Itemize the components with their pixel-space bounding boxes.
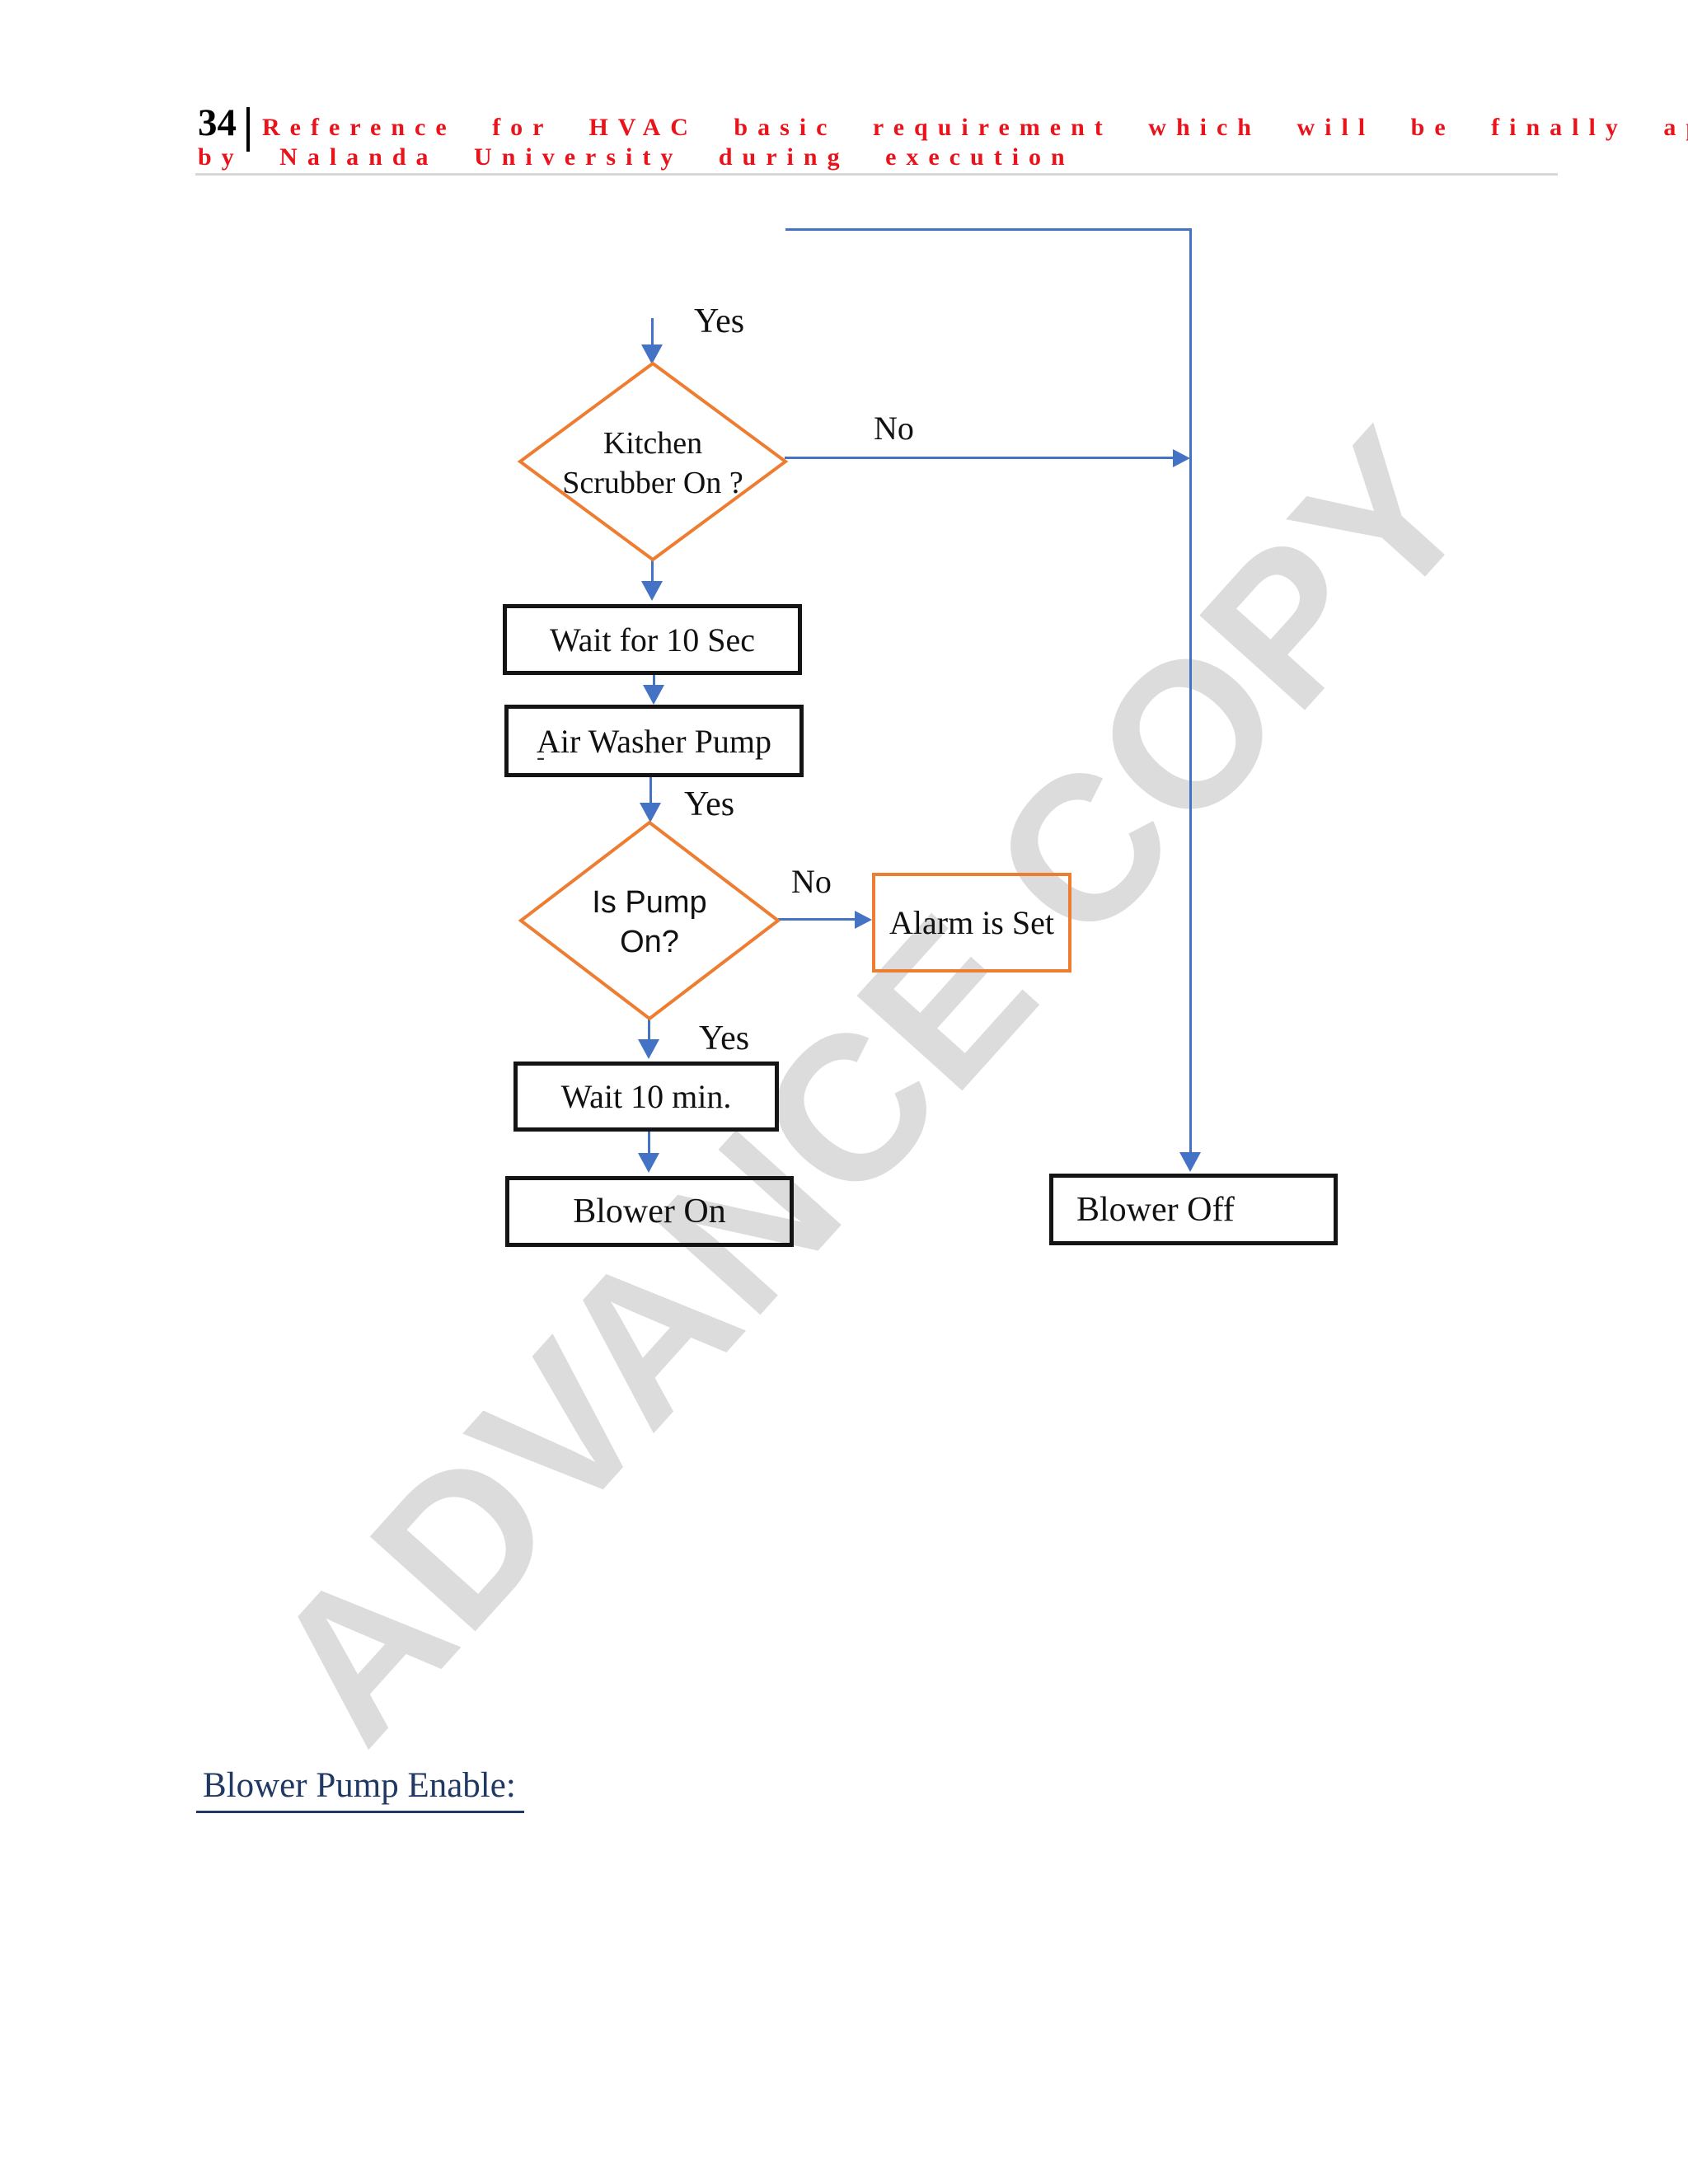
- edge-label-no-top: No: [874, 410, 914, 447]
- connector-top-horizontal: [785, 228, 1191, 231]
- process-wait-10-min: Wait 10 min.: [513, 1062, 779, 1132]
- decision-is-pump-on-label: Is Pump On?: [521, 883, 778, 962]
- arrow-to-wait-10-min: [648, 1019, 650, 1041]
- edge-label-yes-mid: Yes: [684, 785, 735, 823]
- advance-copy-watermark: ADVANCE COPY: [226, 387, 1515, 1783]
- decision1-line2: Scrubber On ?: [562, 466, 743, 500]
- process-blower-off: Blower Off: [1049, 1174, 1338, 1245]
- arrowhead-wait-10-sec: [641, 581, 663, 601]
- decision2-line1: Is Pump: [592, 885, 707, 920]
- arrow-to-blower-on: [648, 1132, 650, 1155]
- arrowhead-no-top: [1173, 449, 1190, 467]
- header-rule: [195, 173, 1558, 176]
- decision1-line1: Kitchen: [603, 426, 703, 461]
- decision-kitchen-scrubber: [517, 361, 789, 562]
- arrowhead-kitchen-diamond: [641, 344, 663, 364]
- decision-is-pump-on: [518, 820, 781, 1021]
- process-alarm-is-set: Alarm is Set: [872, 873, 1071, 972]
- arrowhead-no-mid: [855, 911, 872, 929]
- edge-label-yes-top: Yes: [694, 302, 745, 340]
- arrow-to-wait-10-sec: [651, 560, 654, 583]
- arrow-to-air-washer-pump: [653, 675, 655, 687]
- stray-mark: -: [537, 743, 545, 771]
- header-title-line1: Reference for HVAC basic requirement whi…: [262, 114, 1688, 141]
- header-separator-bar: [246, 107, 250, 152]
- page-number: 34: [198, 101, 237, 144]
- arrowhead-blower-on: [638, 1153, 659, 1173]
- header-title-line2: by Nalanda University during execution: [198, 143, 1075, 171]
- process-blower-on-label: Blower On: [573, 1193, 726, 1230]
- arrowhead-wait-10-min: [638, 1039, 659, 1059]
- arrow-into-pump-diamond: [649, 777, 652, 804]
- edge-label-no-mid: No: [791, 863, 832, 900]
- edge-label-yes-bottom: Yes: [699, 1019, 750, 1057]
- decision-kitchen-scrubber-label: Kitchen Scrubber On ?: [521, 424, 785, 503]
- process-blower-off-label: Blower Off: [1076, 1190, 1235, 1229]
- arrowhead-pump-diamond: [640, 803, 661, 823]
- decision2-line2: On?: [620, 925, 679, 959]
- connector-right-vertical: [1189, 228, 1192, 1152]
- edge-no-mid-line: [778, 918, 856, 921]
- arrow-into-kitchen-diamond: [651, 318, 654, 346]
- process-wait-10-sec-label: Wait for 10 Sec: [550, 621, 755, 658]
- arrowhead-air-washer-pump: [643, 685, 664, 705]
- footer-heading: Blower Pump Enable:: [196, 1765, 524, 1813]
- process-air-washer-pump-label: Air Washer Pump: [537, 722, 771, 760]
- process-wait-10-min-label: Wait 10 min.: [560, 1078, 732, 1115]
- arrowhead-into-blower-off: [1179, 1152, 1201, 1172]
- process-air-washer-pump: Air Washer Pump -: [504, 705, 804, 777]
- process-wait-10-sec: Wait for 10 Sec: [503, 604, 802, 675]
- process-blower-on: Blower On: [505, 1176, 794, 1247]
- process-alarm-is-set-label: Alarm is Set: [889, 904, 1054, 941]
- edge-no-top-line: [785, 457, 1174, 459]
